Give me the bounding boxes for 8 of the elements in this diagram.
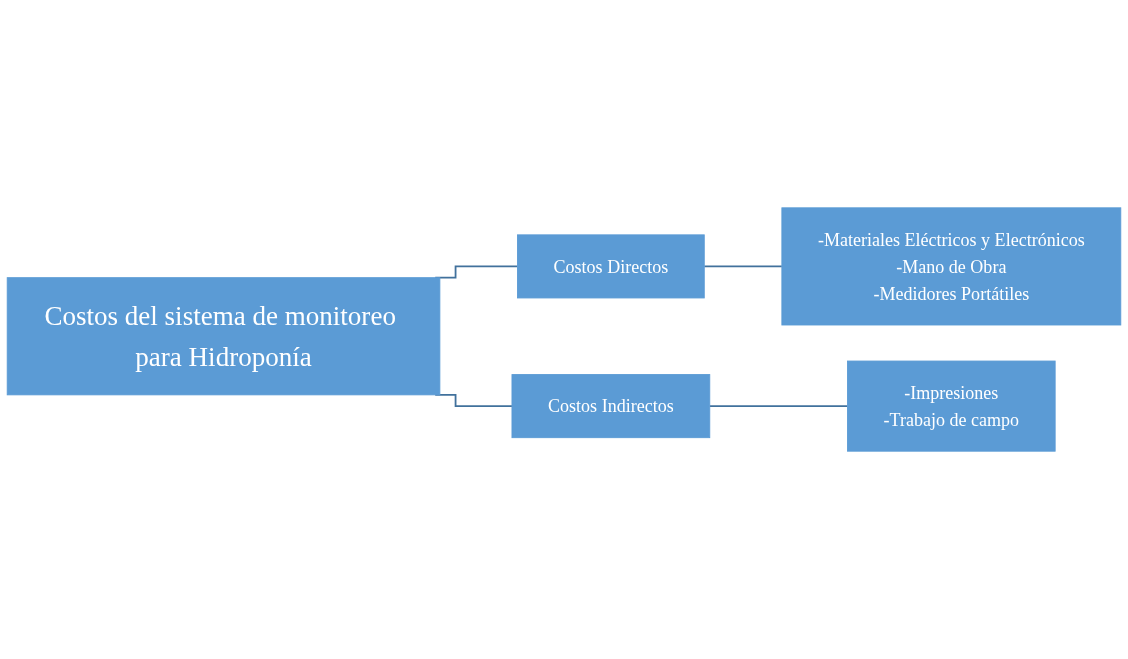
node-box: -Impresiones -Trabajo de campo: [847, 360, 1056, 452]
node-box: Costos Indirectos: [511, 374, 711, 439]
node-box: Costos del sistema de monitoreo para Hidroponía: [6, 277, 441, 396]
connector: [434, 393, 513, 407]
node-box: Costos Directos: [517, 234, 705, 299]
node-box: -Materiales Eléctricos y Electrónicos -Mano de Obra -Medidores Portátiles: [781, 207, 1122, 326]
connector: [703, 265, 783, 268]
connector: [708, 405, 849, 407]
